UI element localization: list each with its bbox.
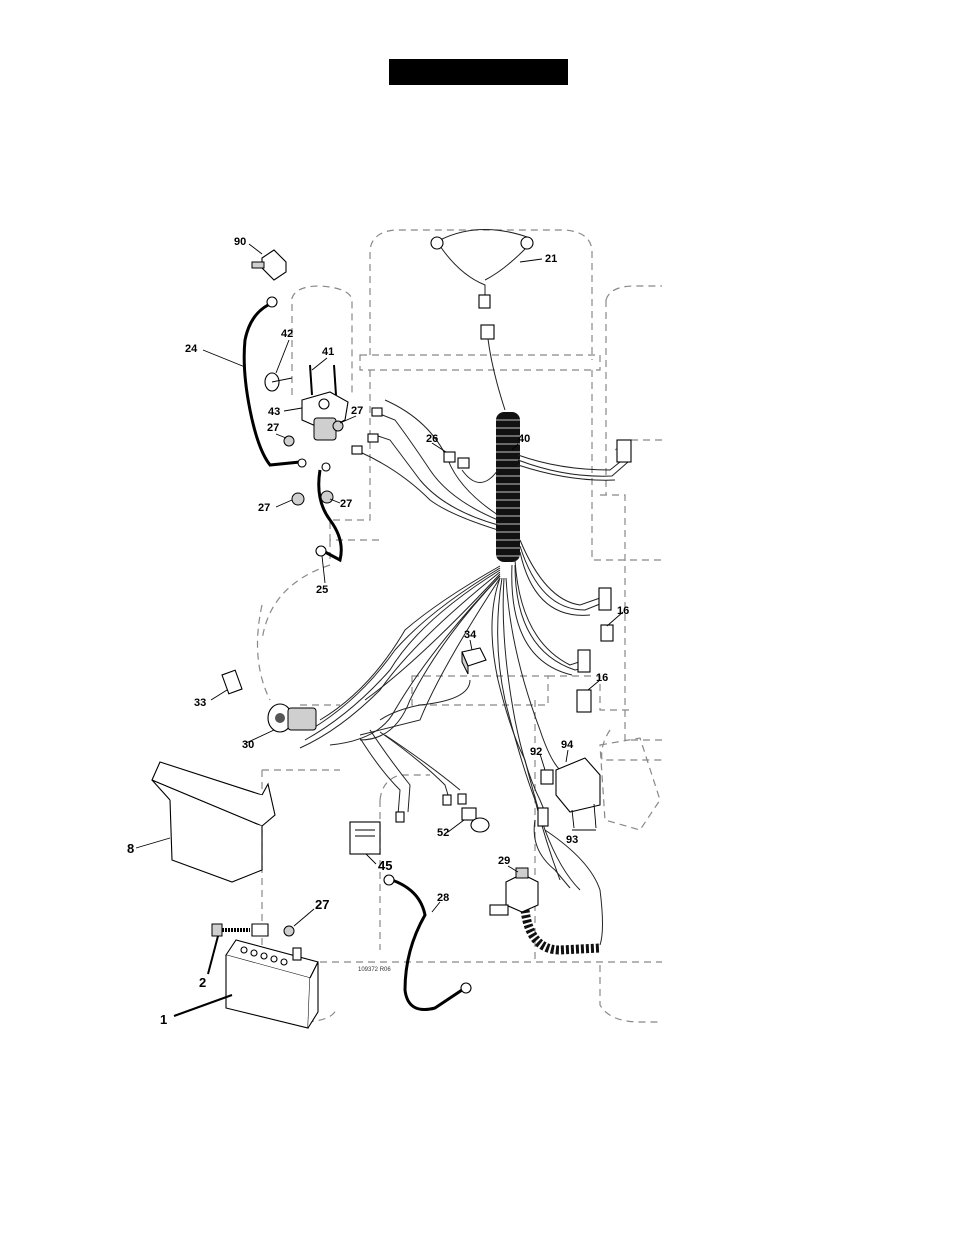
callout-1: 1 [160, 1012, 167, 1027]
part-29-seat-switch [490, 868, 538, 915]
callout-42: 42 [281, 328, 293, 340]
callout-43: 43 [268, 406, 280, 418]
part-92-connector [541, 770, 553, 784]
callout-33: 33 [194, 697, 206, 709]
callout-2: 2 [199, 975, 206, 990]
callout-21: 21 [545, 253, 557, 265]
callout-16-lower: 16 [596, 672, 608, 684]
callout-29: 29 [498, 855, 510, 867]
part-45-panel [350, 822, 380, 854]
main-loom [496, 412, 520, 562]
callout-27-a: 27 [267, 422, 279, 434]
part-2-bolt [212, 924, 268, 936]
callout-34: 34 [464, 629, 477, 641]
part-43-solenoid [302, 392, 348, 440]
part-34-switch [462, 648, 486, 674]
callout-27-b: 27 [351, 405, 363, 417]
part-52-connector [462, 808, 489, 832]
callout-8: 8 [127, 841, 134, 856]
part-1-battery [226, 940, 318, 1028]
callout-40: 40 [518, 433, 530, 445]
part-42-boot [265, 373, 292, 391]
part-94-bracket [556, 758, 600, 828]
part-27-nuts [284, 421, 343, 936]
callout-26: 26 [426, 433, 438, 445]
part-30-ignition-switch [268, 704, 316, 732]
callout-24: 24 [185, 343, 198, 355]
callout-27-e: 27 [315, 897, 329, 912]
callout-92: 92 [530, 746, 542, 758]
part-90-plug [252, 250, 286, 280]
callout-27-c: 27 [258, 502, 270, 514]
callout-16-upper: 16 [617, 605, 629, 617]
part-33-resistor [222, 670, 242, 694]
part-41-screws [310, 365, 336, 395]
callout-90: 90 [234, 236, 246, 248]
coiled-cord [525, 910, 600, 950]
light-harness [431, 229, 533, 410]
callout-52: 52 [437, 827, 449, 839]
callout-41: 41 [322, 346, 334, 358]
callout-30: 30 [242, 739, 254, 751]
drawing-code: 109372 R06 [358, 967, 391, 973]
callout-45: 45 [378, 858, 392, 873]
part-8-battery-box [152, 762, 275, 882]
wire-bundles [300, 400, 631, 945]
callout-27-d: 27 [340, 498, 352, 510]
callout-25: 25 [316, 584, 328, 596]
parts [152, 250, 660, 1028]
callout-94: 94 [561, 739, 574, 751]
callout-93: 93 [566, 834, 578, 846]
callout-28: 28 [437, 892, 449, 904]
